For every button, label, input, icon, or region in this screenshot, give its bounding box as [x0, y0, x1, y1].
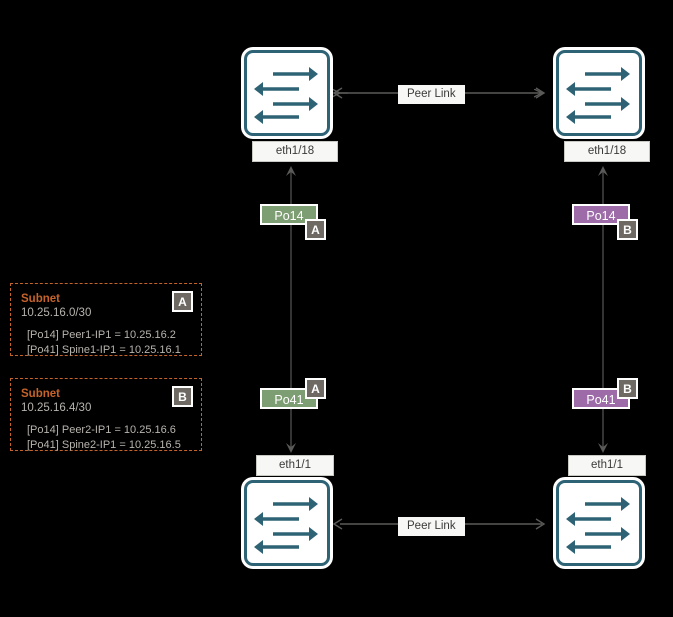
- subnet-b-entry-1: [Po14] Peer2-IP1 = 10.25.16.6: [27, 424, 176, 436]
- port-label-leaf-left: eth1/1: [256, 455, 334, 476]
- port-label-spine-right: eth1/18: [564, 141, 650, 162]
- peer-link-top-label: Peer Link: [398, 85, 465, 104]
- peer-link-bottom-label: Peer Link: [398, 517, 465, 536]
- marker-a-subnet: A: [172, 291, 193, 312]
- switch-spine-right[interactable]: [556, 50, 642, 136]
- subnet-a-title: Subnet: [21, 293, 60, 305]
- marker-b-subnet: B: [172, 386, 193, 407]
- switch-icon: [559, 53, 639, 133]
- switch-icon: [559, 483, 639, 563]
- marker-a-po41-left: A: [305, 378, 326, 399]
- switch-leaf-left[interactable]: [244, 480, 330, 566]
- subnet-b-entry-2: [Po41] Spine2-IP1 = 10.25.16.5: [27, 439, 181, 451]
- port-label-spine-left: eth1/18: [252, 141, 338, 162]
- marker-a-po14-left: A: [305, 219, 326, 240]
- subnet-b-cidr: 10.25.16.4/30: [21, 402, 92, 414]
- subnet-box-a: A Subnet 10.25.16.0/30 [Po14] Peer1-IP1 …: [10, 283, 202, 356]
- subnet-a-cidr: 10.25.16.0/30: [21, 307, 92, 319]
- port-channel-po14-right[interactable]: Po14: [572, 204, 630, 225]
- switch-leaf-right[interactable]: [556, 480, 642, 566]
- subnet-b-title: Subnet: [21, 388, 60, 400]
- switch-icon: [247, 483, 327, 563]
- switch-spine-left[interactable]: [244, 50, 330, 136]
- switch-icon: [247, 53, 327, 133]
- subnet-a-entry-2: [Po41] Spine1-IP1 = 10.25.16.1: [27, 344, 181, 356]
- port-label-leaf-right: eth1/1: [568, 455, 646, 476]
- port-channel-po41-right[interactable]: Po41: [572, 388, 630, 409]
- subnet-a-entry-1: [Po14] Peer1-IP1 = 10.25.16.2: [27, 329, 176, 341]
- port-channel-po14-left[interactable]: Po14: [260, 204, 318, 225]
- marker-b-po14-right: B: [617, 219, 638, 240]
- subnet-box-b: B Subnet 10.25.16.4/30 [Po14] Peer2-IP1 …: [10, 378, 202, 451]
- marker-b-po41-right: B: [617, 378, 638, 399]
